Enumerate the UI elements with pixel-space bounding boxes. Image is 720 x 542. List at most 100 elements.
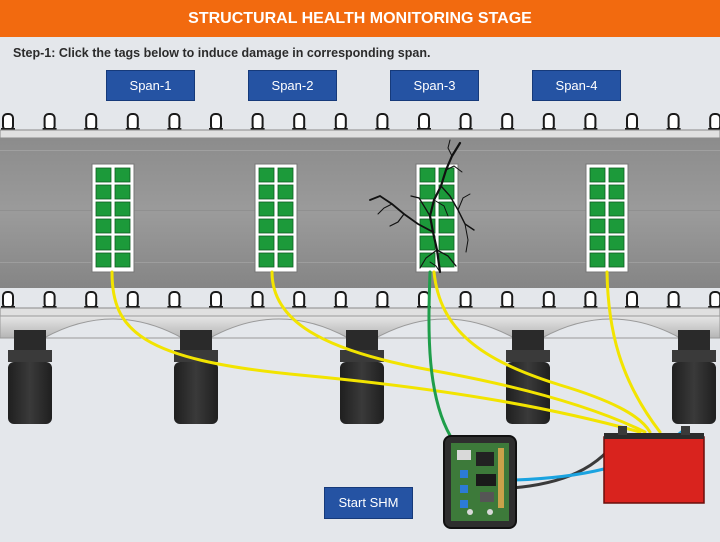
span-1-button[interactable]: Span-1 bbox=[106, 70, 195, 101]
sensor-panel bbox=[254, 163, 298, 273]
railing-post bbox=[708, 113, 720, 132]
sensor-cell bbox=[608, 184, 625, 200]
railing-post bbox=[250, 291, 265, 310]
sensor-cell bbox=[438, 235, 455, 251]
sensor-cell bbox=[95, 201, 112, 217]
bottom-railing bbox=[1, 291, 720, 310]
railing-post bbox=[125, 113, 140, 132]
span-3-button[interactable]: Span-3 bbox=[390, 70, 479, 101]
railing-post bbox=[666, 291, 681, 310]
railing-post bbox=[417, 113, 431, 132]
sensor-panel bbox=[585, 163, 629, 273]
start-shm-button[interactable]: Start SHM bbox=[324, 487, 413, 519]
railing-post bbox=[42, 291, 57, 310]
railing-post bbox=[375, 113, 390, 132]
page-title: STRUCTURAL HEALTH MONITORING STAGE bbox=[0, 0, 720, 37]
sensor-panel bbox=[91, 163, 135, 273]
sensor-cell bbox=[608, 167, 625, 183]
sensor-cell bbox=[608, 252, 625, 268]
sensor-cell bbox=[258, 167, 275, 183]
pier bbox=[8, 330, 52, 424]
sensor-cell bbox=[95, 167, 112, 183]
railing-post bbox=[625, 291, 639, 310]
railing-post bbox=[333, 291, 348, 310]
sensor-cell bbox=[277, 167, 294, 183]
sensor-cell bbox=[277, 252, 294, 268]
sensor-cell bbox=[419, 235, 436, 251]
railing-post bbox=[84, 113, 99, 132]
railing-post bbox=[1, 113, 15, 132]
sensor-cell bbox=[258, 252, 275, 268]
sensor-cell bbox=[258, 201, 275, 217]
railing-post bbox=[250, 113, 265, 132]
railing-post bbox=[541, 113, 556, 132]
pier bbox=[340, 330, 384, 424]
railing-post bbox=[458, 291, 473, 310]
bridge-piers bbox=[8, 330, 716, 424]
railing-post bbox=[500, 113, 515, 132]
railing-post bbox=[84, 291, 99, 310]
sensor-cell bbox=[114, 252, 131, 268]
battery bbox=[603, 426, 705, 504]
instruction-text: Step-1: Click the tags below to induce d… bbox=[13, 46, 430, 60]
railing-post bbox=[292, 113, 307, 132]
bottom-rail-beam bbox=[0, 307, 720, 317]
sensor-wires bbox=[110, 270, 688, 490]
railing-post bbox=[541, 291, 556, 310]
railing-post bbox=[292, 291, 307, 310]
railing-post bbox=[708, 291, 720, 310]
railing-post bbox=[333, 113, 348, 132]
railing-post bbox=[167, 291, 182, 310]
sensor-cell bbox=[258, 235, 275, 251]
step-description: Click the tags below to induce damage in… bbox=[58, 46, 431, 60]
railing-post bbox=[167, 113, 182, 132]
sensor-cell bbox=[589, 184, 606, 200]
sensor-cell bbox=[114, 184, 131, 200]
sensor-cell bbox=[277, 201, 294, 217]
railing-post bbox=[42, 113, 57, 132]
sensor-cell bbox=[95, 235, 112, 251]
railing-post bbox=[209, 113, 223, 132]
sensor-cell bbox=[95, 252, 112, 268]
pier bbox=[174, 330, 218, 424]
sensor-cell bbox=[608, 235, 625, 251]
battery-terminal-negative bbox=[618, 426, 627, 435]
arch bbox=[43, 318, 183, 339]
railing-post bbox=[625, 113, 639, 132]
railing-post bbox=[209, 291, 223, 310]
sensor-cell bbox=[277, 184, 294, 200]
railing-post bbox=[583, 291, 598, 310]
railing-post bbox=[583, 113, 598, 132]
sensor-cell bbox=[95, 184, 112, 200]
sensor-cell bbox=[419, 252, 436, 268]
sensor-cell bbox=[608, 201, 625, 217]
sensor-cell bbox=[608, 218, 625, 234]
sensor-cell bbox=[438, 218, 455, 234]
sensor-cell bbox=[258, 218, 275, 234]
railing-post bbox=[125, 291, 140, 310]
data-logger-board bbox=[443, 435, 517, 529]
sensor-cell bbox=[277, 235, 294, 251]
sensor-cell bbox=[114, 201, 131, 217]
battery-terminal-positive bbox=[681, 426, 690, 435]
top-railing bbox=[1, 113, 720, 132]
sensor-cell bbox=[258, 184, 275, 200]
sensor-cell bbox=[114, 235, 131, 251]
span-2-button[interactable]: Span-2 bbox=[248, 70, 337, 101]
top-rail-beam bbox=[0, 129, 720, 139]
sensor-cell bbox=[114, 167, 131, 183]
sensor-cell bbox=[419, 167, 436, 183]
sensor-cell bbox=[589, 218, 606, 234]
sensor-cell bbox=[589, 252, 606, 268]
sensor-cell bbox=[419, 184, 436, 200]
sensor-cell bbox=[114, 218, 131, 234]
sensor-cell bbox=[589, 235, 606, 251]
sensor-cell bbox=[95, 218, 112, 234]
step-label: Step-1: bbox=[13, 46, 56, 60]
pier bbox=[672, 330, 716, 424]
span-4-button[interactable]: Span-4 bbox=[532, 70, 621, 101]
sensor-cell bbox=[277, 218, 294, 234]
railing-post bbox=[666, 113, 681, 132]
railing-post bbox=[500, 291, 515, 310]
